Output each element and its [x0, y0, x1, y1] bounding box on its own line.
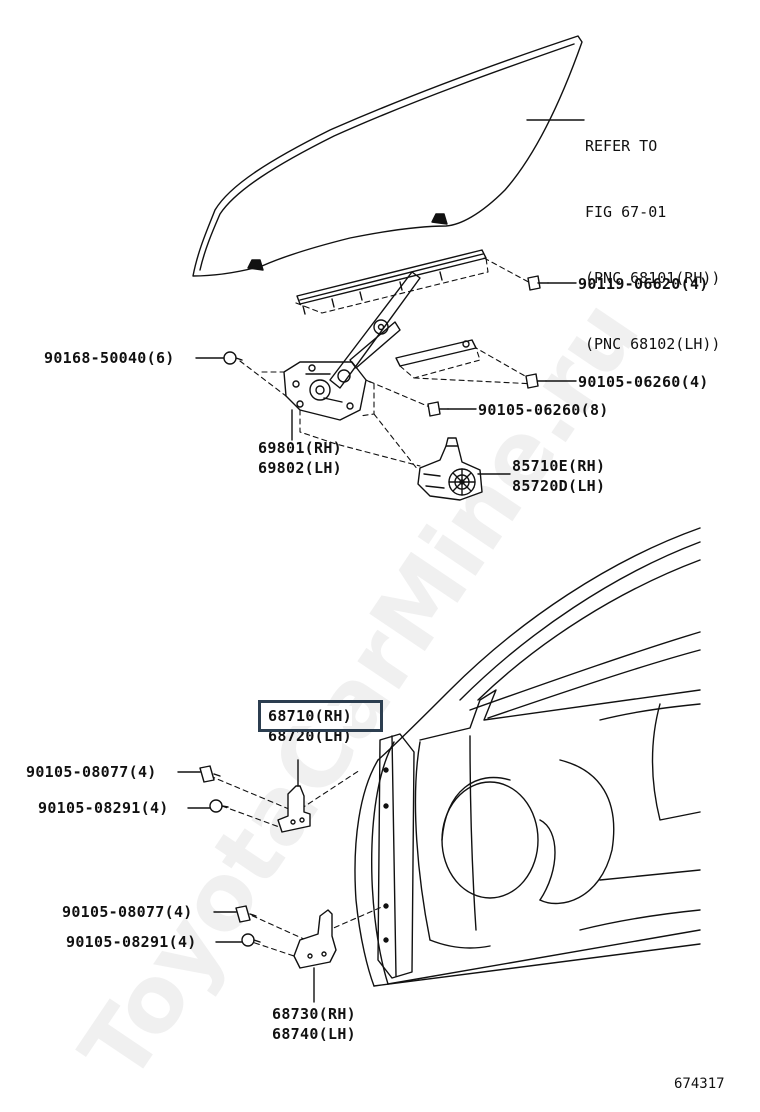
label-68710-rh[interactable]: 68710(RH): [268, 706, 352, 726]
phantom-lines: [209, 257, 537, 959]
label-69801-rh[interactable]: 69801(RH): [258, 439, 342, 457]
door-glass: [192, 35, 585, 277]
label-90119-06620[interactable]: 90119-06620(4): [578, 275, 709, 293]
refer-line-1: REFER TO: [585, 137, 658, 155]
label-69802-lh[interactable]: 69802(LH): [258, 459, 342, 477]
door-frame: [354, 527, 701, 987]
figure-number: 674317: [674, 1076, 725, 1092]
window-motor: [417, 437, 511, 501]
label-68730-rh[interactable]: 68730(RH): [272, 1005, 356, 1023]
label-lower-90105-08077[interactable]: 90105-08077(4): [62, 903, 193, 921]
lower-hinge: [213, 905, 337, 1003]
upper-hinge: [177, 759, 311, 833]
refer-line-2: FIG 67-01: [585, 203, 667, 221]
refer-note: REFER TO FIG 67-01 (PNC 68101(RH)) (PNC …: [585, 91, 720, 399]
refer-line-4: (PNC 68102(LH)): [585, 335, 721, 353]
refer-line-3: (PNC 68101(RH)): [585, 269, 721, 287]
label-upper-90105-08291[interactable]: 90105-08291(4): [38, 799, 169, 817]
highlight-box: [258, 700, 383, 732]
label-90168-50040[interactable]: 90168-50040(6): [44, 349, 175, 367]
label-lower-90105-08291[interactable]: 90105-08291(4): [66, 933, 197, 951]
window-regulator: [283, 249, 487, 441]
label-90105-06260-8[interactable]: 90105-06260(8): [478, 401, 609, 419]
label-68740-lh[interactable]: 68740(LH): [272, 1025, 356, 1043]
label-upper-90105-08077[interactable]: 90105-08077(4): [26, 763, 157, 781]
label-90105-06260-4[interactable]: 90105-06260(4): [578, 373, 709, 391]
bolt-icons: [195, 275, 577, 417]
label-85710e-rh[interactable]: 85710E(RH): [512, 457, 606, 475]
label-85720d-lh[interactable]: 85720D(LH): [512, 477, 606, 495]
